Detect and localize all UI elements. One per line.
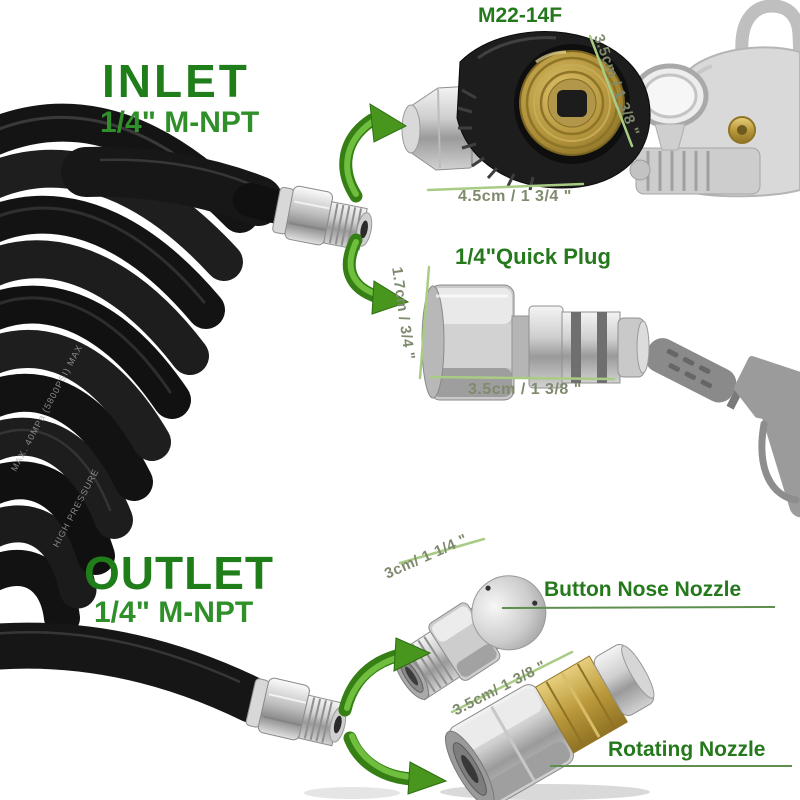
label-underlines [501, 606, 792, 767]
outlet-spec-label: 1/4" M-NPT [94, 596, 254, 629]
button-nozzle-nose [471, 575, 547, 651]
button-nozzle-label: Button Nose Nozzle [544, 578, 742, 601]
quick-plug-label: 1/4"Quick Plug [455, 244, 611, 269]
m22-width-dimension: 4.5cm / 1 3/4 " [458, 188, 572, 205]
quick-plug-width-dimension: 3.5cm / 1 3/8 " [468, 381, 582, 398]
gun-handle [761, 399, 800, 518]
inlet-npt-fitting [272, 185, 373, 251]
gun-grip [645, 338, 737, 403]
button-nozzle-underline [501, 606, 776, 609]
m22-height-dim-line [588, 34, 634, 148]
outlet-npt-fitting [245, 677, 347, 747]
pressure-washer-photo [620, 0, 800, 198]
m22-center-bore [557, 90, 587, 117]
quick-plug-width-dim-line [428, 375, 616, 381]
spray-gun-photo [627, 337, 800, 518]
washer-pump [635, 147, 761, 195]
quick-plug-photo [421, 284, 650, 401]
arrow-outlet-to-button-nozzle [338, 637, 432, 717]
m22-width-dim-line [426, 182, 585, 192]
m22-label: M22-14F [478, 4, 563, 27]
arrow-inlet-to-quick-plug [342, 233, 410, 315]
dimension-lines [398, 34, 634, 714]
washer-handle [735, 0, 800, 67]
arrow-outlet-to-rotating-nozzle [343, 731, 448, 795]
outlet-hose [0, 622, 275, 723]
outlet-title-label: OUTLET [84, 547, 274, 599]
quick-plug-height-dim-line [418, 265, 431, 380]
arrow-inlet-to-m22 [339, 103, 408, 203]
rotating-nozzle-label: Rotating Nozzle [608, 738, 766, 761]
hose-coil [0, 103, 259, 636]
m22-coupler-photo [401, 31, 651, 191]
button-nozzle-dim-line [398, 537, 486, 565]
rotating-nozzle-dim-line [450, 650, 574, 714]
inlet-spec-label: 1/4" M-NPT [100, 106, 260, 139]
quick-plug-shank [561, 311, 621, 384]
gun-trigger [758, 420, 800, 504]
inlet-title-label: INLET [102, 55, 250, 107]
rotating-nozzle-photo [445, 643, 655, 800]
